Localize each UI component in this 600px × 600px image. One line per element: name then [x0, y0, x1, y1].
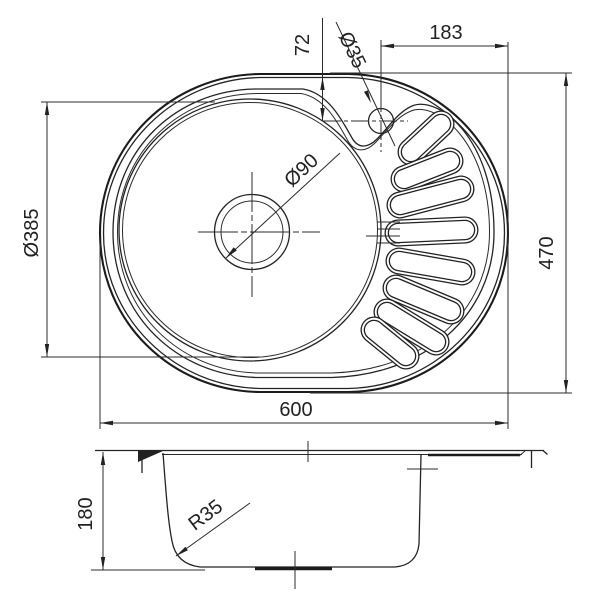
top-view: [98, 72, 510, 394]
overflow-slots: [366, 221, 400, 244]
dim-faucet-right-offset-label: 183: [429, 22, 462, 44]
dim-bowl-depth-label: 180: [75, 497, 97, 530]
sink-outline-outer: [98, 72, 510, 394]
arrowhead: [563, 73, 569, 86]
arrowhead: [563, 380, 569, 393]
drainboard-slots: [360, 110, 479, 370]
drainboard-slot-6: [382, 274, 465, 325]
arrowhead: [100, 420, 113, 426]
drainboard-slot-1: [397, 110, 455, 166]
drainboard-slot-3: [386, 175, 475, 219]
right-end-tip: [542, 450, 548, 455]
dim-corner-radius-label: R35: [185, 496, 228, 536]
arrowhead: [364, 90, 371, 103]
slot-ring: [395, 152, 459, 188]
drainboard-step: [518, 450, 526, 457]
arrowhead: [176, 546, 188, 556]
leader-line-35: [335, 21, 396, 147]
dim-bowl-diameter-label: Ø385: [21, 209, 43, 258]
drainboard-slot-2: [390, 147, 464, 193]
sink-outline-inner: [102, 76, 506, 390]
dim-faucet-top-offset-label: 72: [292, 34, 314, 56]
dimensions-top-view: 600 470 Ø385 72 183 Ø35 Ø90: [21, 18, 572, 429]
bowl-circle-inner: [122, 102, 378, 358]
leader-line-r35: [175, 502, 251, 557]
arrowhead: [320, 77, 325, 90]
left-mount-clip: [138, 451, 163, 462]
slot-ring: [389, 221, 474, 242]
arrowhead: [100, 557, 106, 570]
arrowhead: [44, 344, 50, 357]
dim-faucet-diameter-label: Ø35: [334, 28, 370, 72]
arrowhead: [44, 102, 50, 115]
leader-line-90: [225, 152, 341, 259]
arrowhead: [226, 247, 237, 258]
slot-ring: [390, 252, 471, 281]
dim-overall-depth-label: 470: [536, 236, 558, 269]
slot-ring: [391, 180, 470, 214]
arrowhead: [495, 43, 508, 49]
faucet-hole: [323, 94, 408, 152]
arrowhead: [495, 420, 508, 426]
basin-boundary-outer: [112, 88, 495, 379]
drainboard-slot-4: [384, 216, 479, 247]
slot-ring: [402, 115, 450, 161]
drainboard-slot-8: [360, 316, 420, 370]
basin-boundary-inner: [116, 93, 491, 374]
bowl-circle-outer: [118, 98, 382, 362]
arrowhead: [100, 452, 106, 465]
bowl-profile: [162, 452, 422, 568]
drainboard-slot-5: [385, 247, 476, 286]
slot-ring: [365, 321, 415, 365]
side-view: 180 R35: [75, 441, 548, 589]
arrowhead: [381, 43, 394, 49]
dim-overall-width-label: 600: [279, 399, 312, 421]
drain-hole: [198, 172, 320, 297]
arrowhead: [320, 108, 325, 121]
slot-ring: [387, 279, 460, 320]
drainboard-slot-7: [373, 298, 450, 356]
dim-drain-diameter-label: Ø90: [280, 150, 323, 192]
slot-ring: [378, 303, 445, 351]
